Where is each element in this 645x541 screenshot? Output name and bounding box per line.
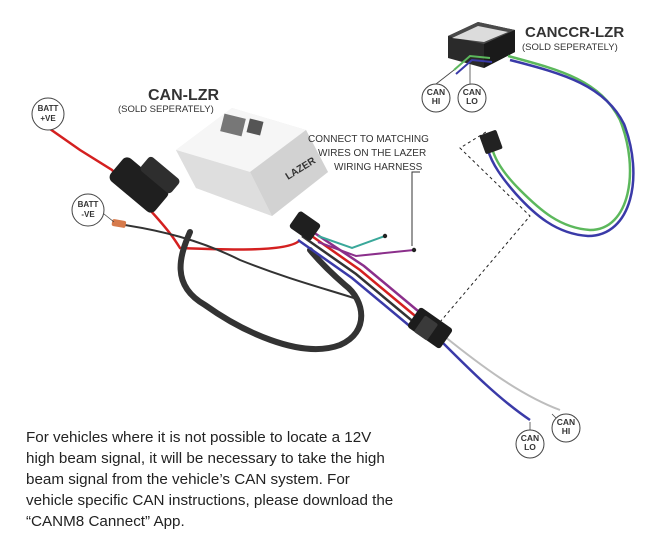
svg-text:BATT: BATT	[78, 200, 99, 209]
canccr-tap-wire-blue	[455, 58, 493, 75]
red-batt-wire	[39, 120, 301, 251]
batt-neg-leader	[103, 213, 115, 223]
svg-text:LO: LO	[466, 96, 478, 106]
tap-leader-hi	[435, 69, 455, 85]
svg-text:CAN: CAN	[427, 87, 445, 97]
purple-tap-wire	[317, 241, 415, 258]
canccr-plug-connector	[479, 130, 503, 154]
svg-text:CAN: CAN	[521, 433, 539, 443]
svg-text:+VE: +VE	[40, 114, 56, 123]
can-lzr-subtitle: (SOLD SEPERATELY)	[118, 104, 214, 115]
paragraph-line: “CANM8 Cannect” App.	[26, 513, 185, 530]
sheathed-cable	[177, 229, 365, 352]
connect-text-line1: CONNECT TO MATCHING	[308, 134, 429, 145]
black-batt-wire	[117, 223, 361, 301]
can-hi-bubble-bottom: CAN HI	[551, 413, 581, 443]
svg-text:HI: HI	[562, 426, 571, 436]
svg-text:CAN: CAN	[557, 417, 575, 427]
leader-dot-teal	[382, 233, 388, 239]
inline-connector	[407, 307, 453, 349]
can-blue-wire-bottom	[439, 339, 531, 422]
svg-text:CAN: CAN	[463, 87, 481, 97]
svg-text:HI: HI	[432, 96, 441, 106]
instructions-paragraph: For vehicles where it is not possible to…	[26, 427, 446, 532]
svg-text:-VE: -VE	[81, 210, 95, 219]
harness-blue	[297, 238, 413, 329]
can-white-wire-bottom	[443, 335, 561, 411]
batt-negative-bubble: BATT -VE	[71, 193, 105, 227]
paragraph-line: vehicle specific CAN instructions, pleas…	[26, 492, 394, 509]
connect-text-line3: WIRING HARNESS	[334, 162, 423, 173]
batt-positive-bubble: BATT +VE	[31, 97, 65, 131]
canccr-tap-wire-green	[453, 54, 491, 71]
connect-text-line2: WIRES ON THE LAZER	[318, 148, 426, 159]
canccr-lzr-title: CANCCR-LZR	[525, 24, 624, 41]
canccr-lzr-module	[448, 22, 515, 68]
fuse-holder	[109, 156, 180, 213]
harness-black	[301, 234, 417, 325]
paragraph-line: beam signal from the vehicle’s CAN syste…	[26, 471, 350, 488]
can-lzr-title: CAN-LZR	[148, 87, 220, 104]
can-lzr-device: LAZER	[176, 108, 328, 216]
paragraph-line: For vehicles where it is not possible to…	[26, 429, 372, 446]
svg-text:LO: LO	[524, 442, 536, 452]
can-lo-bubble-bottom: CAN LO	[515, 429, 545, 459]
ring-terminal	[111, 219, 127, 228]
paragraph-line: high beam signal, it will be necessary t…	[26, 450, 385, 467]
connect-leader-line	[411, 171, 420, 246]
device-connector	[289, 211, 321, 241]
canccr-lzr-subtitle: (SOLD SEPERATELY)	[522, 42, 618, 53]
can-lo-bubble-top: CAN LO	[457, 83, 487, 113]
harness-purple	[309, 228, 425, 317]
canccr-blue-wire	[486, 58, 635, 238]
leader-dot-purple	[411, 247, 417, 253]
svg-text:BATT: BATT	[38, 104, 59, 113]
canccr-green-wire	[490, 54, 632, 232]
teal-tap-wire	[317, 235, 386, 250]
can-hi-bubble-top: CAN HI	[421, 83, 451, 113]
dashed-connection-line	[439, 131, 531, 323]
